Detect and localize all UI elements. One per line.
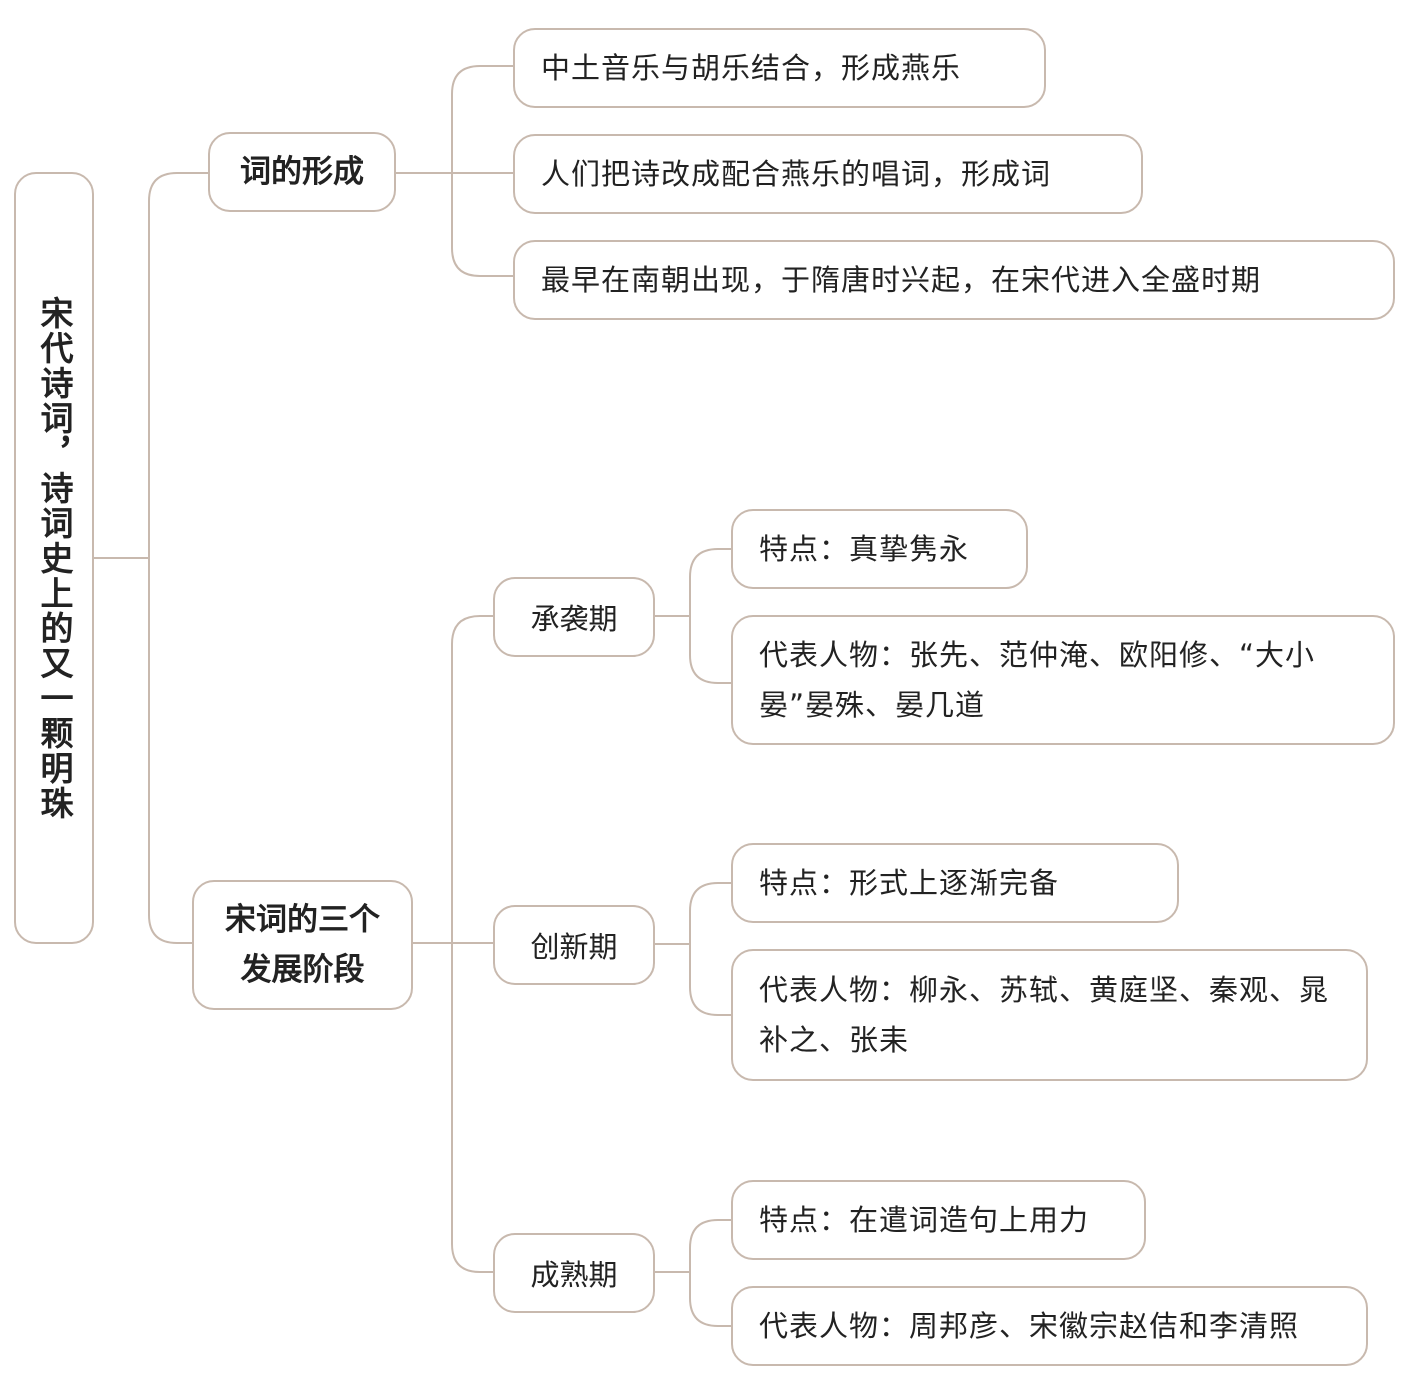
leaf-node[interactable]: 最早在南朝出现，于隋唐时兴起，在宋代进入全盛时期 [513,240,1395,320]
connector-line [94,172,208,559]
leaf-node[interactable]: 特点：在遣词造句上用力 [731,1180,1146,1260]
connector-line [413,942,493,1273]
stage-node-maturity[interactable]: 成熟期 [493,1233,655,1313]
connector-line [655,548,731,617]
connector-line [396,65,513,174]
connector-line [655,1271,731,1327]
connector-line [94,557,192,944]
stage-node-inheritance[interactable]: 承袭期 [493,577,655,657]
connector-line [655,1219,731,1273]
leaf-node[interactable]: 代表人物：张先、范仲淹、欧阳修、“大小晏”晏殊、晏几道 [731,615,1395,745]
leaf-node[interactable]: 代表人物：柳永、苏轼、黄庭坚、秦观、晁补之、张耒 [731,949,1368,1081]
leaf-node[interactable]: 中土音乐与胡乐结合，形成燕乐 [513,28,1046,108]
connector-line [413,615,493,944]
leaf-node[interactable]: 特点：形式上逐渐完备 [731,843,1179,923]
branch-word-formation[interactable]: 词的形成 [208,132,396,212]
connector-line [655,943,731,1016]
root-node[interactable]: 宋代诗词，诗词史上的又一颗明珠 [14,172,94,944]
connector-line [655,615,731,684]
connector-line [655,882,731,945]
leaf-node[interactable]: 人们把诗改成配合燕乐的唱词，形成词 [513,134,1143,214]
branch-three-stages[interactable]: 宋词的三个发展阶段 [192,880,413,1010]
connector-line [396,172,513,277]
leaf-node[interactable]: 特点：真挚隽永 [731,509,1028,589]
stage-node-innovation[interactable]: 创新期 [493,905,655,985]
leaf-node[interactable]: 代表人物：周邦彦、宋徽宗赵佶和李清照 [731,1286,1368,1366]
